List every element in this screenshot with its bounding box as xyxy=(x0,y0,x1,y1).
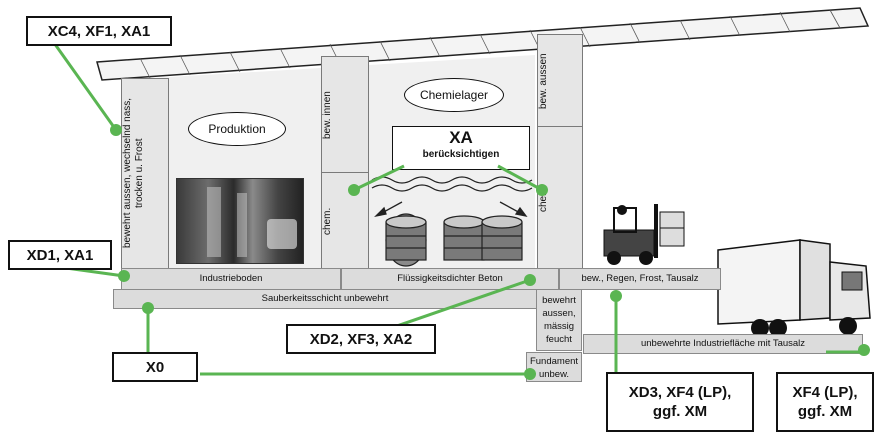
bewehrt-line2: aussen, xyxy=(542,308,576,319)
xa-subtitle: berücksichtigen xyxy=(422,149,500,160)
chem-right-column: chem. xyxy=(537,126,583,270)
xc4-text: XC4, XF1, XA1 xyxy=(47,22,151,40)
bewehrt-line3: mässig xyxy=(543,321,575,332)
xd3-line2: ggf. XM xyxy=(652,403,708,420)
bew-innen-column: bew. innen xyxy=(321,56,369,174)
xd1-text: XD1, XA1 xyxy=(26,246,94,264)
produktion-label: Produktion xyxy=(188,112,286,146)
outdoor-label: bew., Regen, Frost, Tausalz xyxy=(581,273,699,284)
bewehrt-aussen-block: bewehrt aussen, mässig feucht xyxy=(536,289,582,351)
label-xf4: XF4 (LP), ggf. XM xyxy=(776,372,874,432)
xd3-line1: XD3, XF4 (LP), xyxy=(628,384,732,401)
xf4-line1: XF4 (LP), xyxy=(792,384,858,401)
slab-outdoor: bew., Regen, Frost, Tausalz xyxy=(559,268,721,290)
sauberkeit-label: Sauberkeitsschicht unbewehrt xyxy=(261,293,389,304)
label-xd1-xa1: XD1, XA1 xyxy=(8,240,112,270)
xf4-line2: ggf. XM xyxy=(797,403,853,420)
label-x0: X0 xyxy=(112,352,198,382)
barrel-icon xyxy=(385,213,427,267)
wave-icon xyxy=(371,176,533,192)
label-xd3-xf4: XD3, XF4 (LP), ggf. XM xyxy=(606,372,754,432)
barrel-icon xyxy=(481,215,523,261)
xd2-text: XD2, XF3, XA2 xyxy=(309,330,413,348)
fundament-line2: unbew. xyxy=(538,369,570,380)
industrieboden-label: Industrieboden xyxy=(199,273,263,284)
slab-industrieflaeche: unbewehrte Industriefläche mit Tausalz xyxy=(583,334,863,354)
xa-title: XA xyxy=(449,128,473,147)
fluessig-label: Flüssigkeitsdichter Beton xyxy=(397,273,503,284)
factory-photo-icon xyxy=(176,178,304,264)
bew-aussen-column: bew. aussen xyxy=(537,34,583,128)
xa-box: XA berücksichtigen xyxy=(392,126,530,170)
label-xd2-xf3-xa2: XD2, XF3, XA2 xyxy=(286,324,436,354)
slab-sauberkeit: Sauberkeitsschicht unbewehrt xyxy=(113,289,537,309)
chem-left-column: chem. xyxy=(321,172,369,270)
bewehrt-line4: feucht xyxy=(546,334,572,345)
roof xyxy=(96,7,870,81)
fundament-line1: Fundament xyxy=(529,356,579,367)
left-wall: bewehrt aussen, wechselnd nass, trocken … xyxy=(121,78,169,270)
bewehrt-line1: bewehrt xyxy=(542,295,576,306)
chemielager-label: Chemielager xyxy=(404,78,504,112)
industrieflaeche-label: unbewehrte Industriefläche mit Tausalz xyxy=(640,338,806,349)
x0-text: X0 xyxy=(145,358,165,376)
fundament-block: Fundament unbew. xyxy=(526,352,582,382)
label-xc4-xf1-xa1: XC4, XF1, XA1 xyxy=(26,16,172,46)
